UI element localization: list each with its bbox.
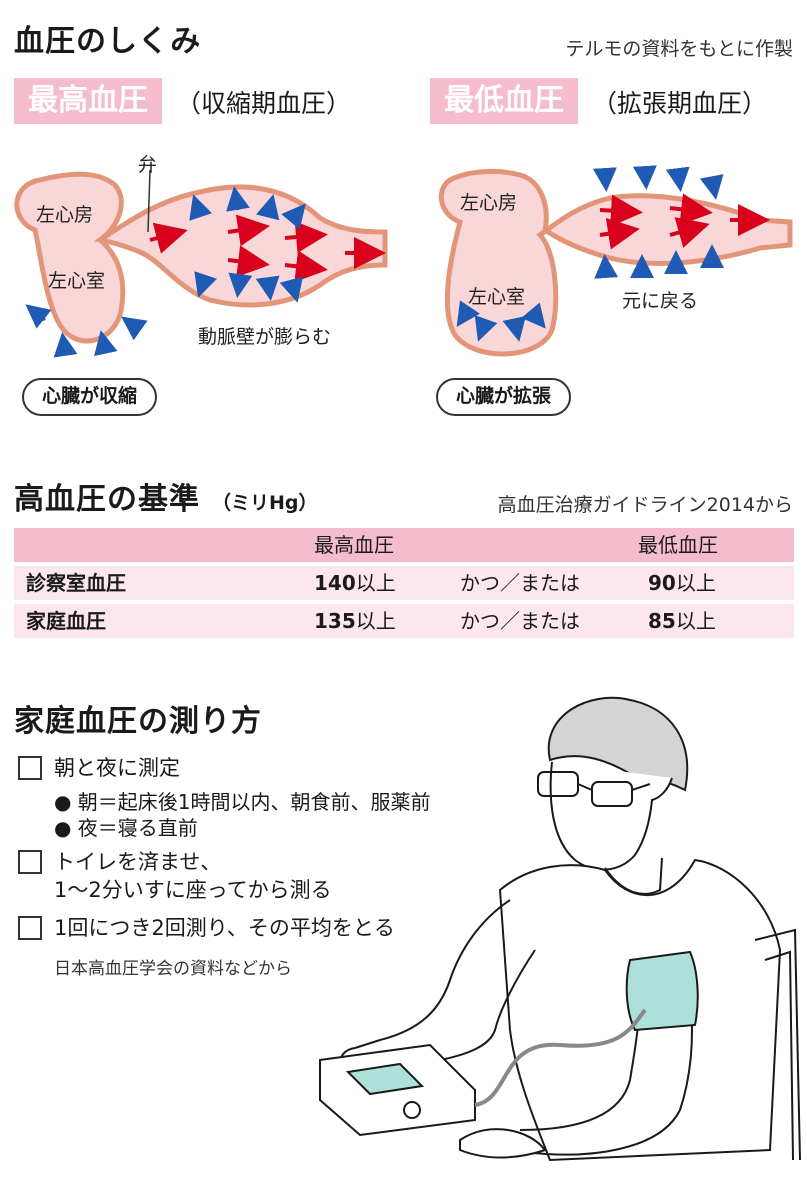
row-name: 診察室血圧 (26, 571, 126, 595)
checklist-sub-item: ● 朝＝起床後1時間以内、朝食前、服薬前 (54, 790, 431, 814)
connector: かつ／または (460, 571, 580, 595)
high-suffix: 以上 (355, 609, 396, 633)
checkbox (18, 916, 42, 940)
diastolic-artery-note: 元に戻る (622, 290, 699, 312)
red-flow-arrows (149, 214, 386, 283)
systolic-state-pill: 心臓が収縮 (22, 378, 158, 416)
row-name: 家庭血圧 (26, 609, 106, 633)
valve-label: 弁 (138, 154, 158, 176)
checklist-item: 1回につき2回測り、その平均をとる (54, 916, 395, 940)
unit-label: （ミリHg） (212, 492, 318, 514)
low-value: 90 (648, 571, 676, 595)
red-flow-arrows-diastolic (599, 193, 770, 250)
systolic-atrium-label: 左心房 (36, 204, 94, 226)
man-measuring-illustration (319, 696, 801, 1162)
checkbox (18, 756, 42, 780)
source-jsh: 日本高血圧学会の資料などから (54, 959, 292, 979)
high-suffix: 以上 (355, 571, 396, 595)
checkbox (18, 850, 42, 874)
low-suffix: 以上 (675, 609, 716, 633)
checklist-sub-item: ● 夜＝寝る直前 (54, 816, 198, 840)
high-value: 140 (314, 571, 356, 595)
blue-inward-arrows-diastolic (456, 165, 724, 342)
table-header-row: 最高血圧 最低血圧 (14, 528, 794, 562)
section-title-blood-pressure-mechanism: 血圧のしくみ (14, 24, 202, 59)
source-guideline: 高血圧治療ガイドライン2014から (497, 494, 793, 516)
low-suffix: 以上 (675, 571, 716, 595)
source-terumo: テルモの資料をもとに作製 (565, 38, 793, 60)
low-value: 85 (648, 609, 676, 633)
checklist-item-cont: 1〜2分いすに座ってから測る (54, 878, 332, 902)
section-title-hypertension-criteria: 高血圧の基準 (14, 482, 200, 517)
diastolic-ventricle-label: 左心室 (468, 286, 526, 308)
table-row: 診察室血圧 140以上 かつ／または 90以上 (14, 566, 794, 600)
systolic-artery-note: 動脈壁が膨らむ (198, 326, 332, 348)
blue-pressure-arrows (25, 186, 306, 358)
diastolic-paren: （拡張期血圧） (592, 89, 768, 118)
diastolic-label-box: 最低血圧 (430, 78, 578, 124)
checklist-item: 朝と夜に測定 (54, 756, 180, 780)
diastolic-state-pill: 心臓が拡張 (436, 378, 572, 416)
connector: かつ／または (460, 609, 580, 633)
table-row: 家庭血圧 135以上 かつ／または 85以上 (14, 604, 794, 638)
checklist-item: トイレを済ませ、 (54, 850, 222, 874)
col-low-header: 最低血圧 (638, 533, 718, 557)
col-high-header: 最高血圧 (314, 533, 394, 557)
systolic-heart-diagram (14, 169, 388, 358)
systolic-paren: （収縮期血圧） (176, 89, 352, 118)
diastolic-atrium-label: 左心房 (460, 192, 518, 214)
diastolic-heart-diagram (438, 165, 793, 357)
section-title-home-measurement: 家庭血圧の測り方 (14, 704, 262, 739)
systolic-label-box: 最高血圧 (14, 78, 162, 124)
systolic-ventricle-label: 左心室 (48, 270, 106, 292)
high-value: 135 (314, 609, 356, 633)
